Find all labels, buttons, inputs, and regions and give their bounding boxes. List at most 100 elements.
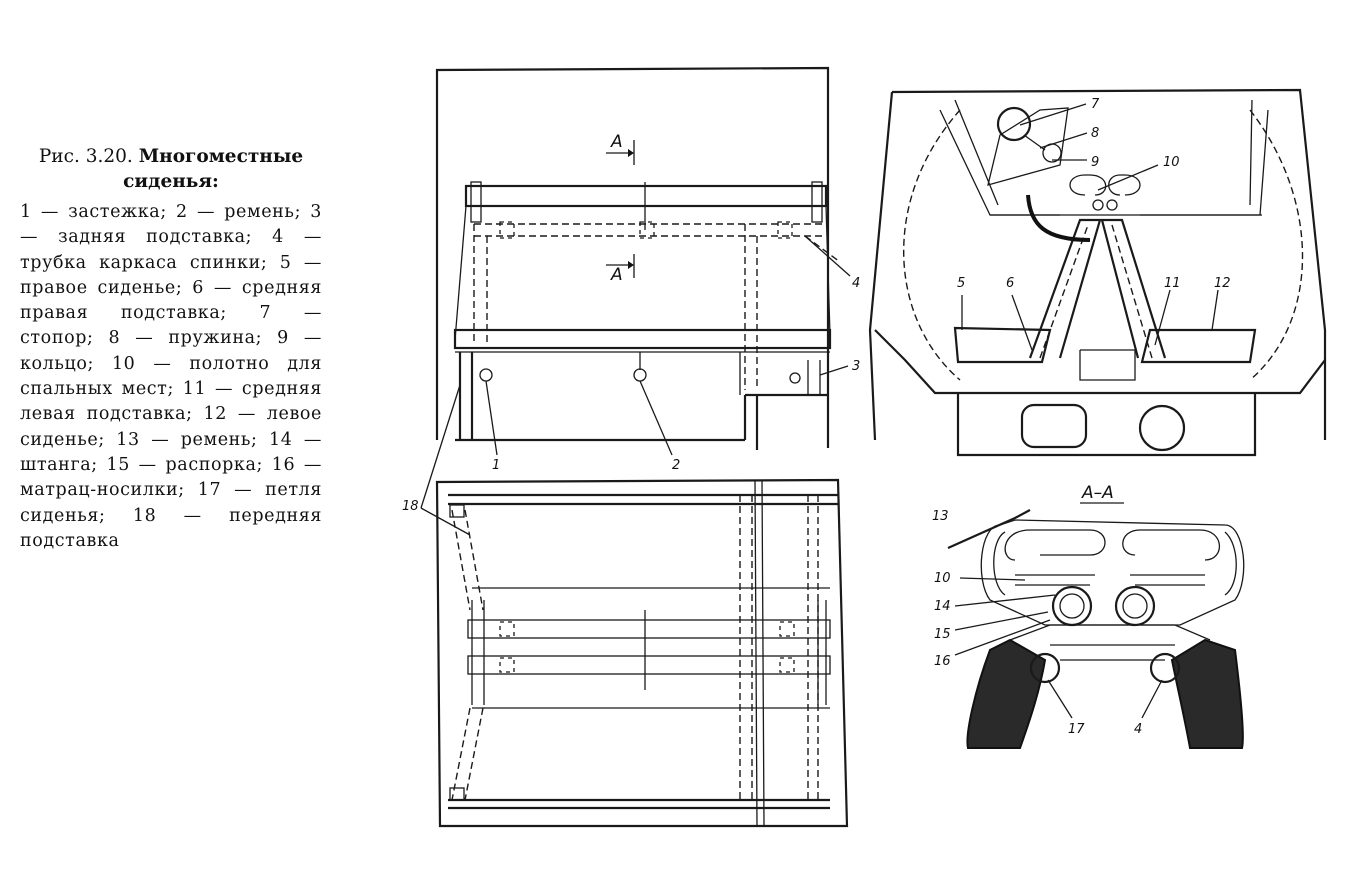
label-18: 18 <box>402 499 419 514</box>
side-view-frame <box>435 66 830 448</box>
backrest-end-right <box>811 181 823 223</box>
figure-title-line2: сиденья: <box>123 171 219 192</box>
section-mark-top: A <box>610 132 623 152</box>
figure-title-line1: Многоместные <box>138 146 304 167</box>
label-12: 12 <box>1214 276 1231 291</box>
section-arrowhead-bottom <box>628 261 634 269</box>
rod-tube-right-inner <box>1122 593 1148 619</box>
canvas-roll-tube-1 <box>1092 199 1104 211</box>
label-4-section: 4 <box>1134 722 1142 737</box>
plan-back-tube-1 <box>467 619 831 639</box>
back-frame-sides <box>454 205 831 341</box>
caption-title: Рис. 3.20. Многоместные сиденья: <box>20 144 322 194</box>
leader-4 <box>804 235 851 277</box>
rod-tube-right <box>1114 585 1156 627</box>
plan-front-stand <box>451 509 484 801</box>
plan-rails <box>448 493 838 810</box>
hidden-clamp-1 <box>499 221 515 239</box>
floor-opening-1 <box>1020 403 1088 449</box>
canvas-roll <box>1069 174 1141 196</box>
plan-view-frame <box>435 478 849 828</box>
section-arrowhead-top <box>628 149 634 157</box>
rod-tube-left <box>1051 585 1093 627</box>
cross-leaders <box>961 103 1219 351</box>
plan-clamp-4 <box>779 657 795 673</box>
label-1: 1 <box>492 458 500 473</box>
cabin-floor-contour <box>874 329 1326 395</box>
floor-opening-2 <box>1138 404 1186 452</box>
rod-tube-left-inner <box>1059 593 1085 619</box>
mattress-outline <box>980 519 1245 626</box>
seat-loop-tube <box>1029 652 1061 684</box>
detail-inset <box>987 107 1069 186</box>
leader-3 <box>819 365 849 376</box>
plan-hidden-stands <box>739 495 819 800</box>
backrest-end-left <box>470 181 482 223</box>
rear-support-legs <box>739 352 821 395</box>
label-5: 5 <box>957 276 965 291</box>
label-14: 14 <box>934 599 951 614</box>
label-9: 9 <box>1091 155 1099 170</box>
label-4: 4 <box>852 276 860 291</box>
center-stand-hidden <box>1039 224 1153 359</box>
leader-1 <box>485 380 498 456</box>
strap-ring <box>633 368 647 382</box>
backrest-bar <box>464 184 828 208</box>
label-16: 16 <box>934 654 951 669</box>
swing-arc <box>903 109 1304 381</box>
plan-clamp-1 <box>499 621 515 637</box>
canvas-roll-tube-2 <box>1106 199 1118 211</box>
figure-number: Рис. 3.20. <box>38 146 133 167</box>
strap-13 <box>947 509 1031 550</box>
cabin-left-wall <box>868 91 894 441</box>
seat-cushion <box>453 328 832 350</box>
buckle <box>479 368 493 382</box>
canvas-loops <box>1004 529 1221 561</box>
front-leg <box>458 352 474 440</box>
stopper <box>996 106 1032 142</box>
section-title: A–A <box>1081 483 1114 503</box>
plan-back-tube-2 <box>467 655 831 675</box>
right-seat <box>953 326 1052 364</box>
label-6: 6 <box>1006 276 1014 291</box>
plan-seat-edges <box>472 587 830 709</box>
canvas-lines <box>1015 574 1205 586</box>
hidden-clamp-3 <box>777 221 793 239</box>
section-view: A–A 13 10 14 15 16 17 4 <box>932 483 1245 749</box>
label-7: 7 <box>1091 97 1100 112</box>
section-leaders <box>954 577 1163 719</box>
rear-clip <box>789 372 801 384</box>
label-13: 13 <box>932 509 949 524</box>
seat-cushion-left <box>966 638 1047 749</box>
back-frame-hidden <box>473 223 841 390</box>
plan-foot-1 <box>449 504 465 518</box>
mattress-inner <box>993 531 1237 596</box>
leader-18 <box>420 384 471 536</box>
label-11: 11 <box>1164 276 1181 291</box>
section-mark-bottom: A <box>610 265 623 285</box>
plan-step-edge <box>754 479 765 827</box>
center-stand <box>1028 218 1167 359</box>
plan-clamp-3 <box>779 621 795 637</box>
hidden-clamp-2 <box>639 221 655 239</box>
leader-2 <box>639 380 673 456</box>
section-top-rail <box>1009 624 1211 641</box>
plan-frame-uprights <box>471 600 827 705</box>
plan-clamp-2 <box>499 657 515 673</box>
frame-tube <box>1149 652 1181 684</box>
figure-caption: Рис. 3.20. Многоместные сиденья: 1 — зас… <box>20 144 322 554</box>
caption-legend: 1 — застежка; 2 — ремень; 3 — задняя под… <box>20 202 322 551</box>
floor-step <box>455 393 828 450</box>
cross-view: 7 8 9 10 5 6 11 12 <box>868 88 1327 457</box>
cabin-floor-box <box>956 393 1257 457</box>
plan-foot-2 <box>449 787 465 801</box>
left-seat <box>1140 328 1257 364</box>
section-middle-bars <box>1050 644 1175 661</box>
plan-view: 18 <box>402 384 849 828</box>
label-17: 17 <box>1068 722 1085 737</box>
label-10-cross: 10 <box>1163 155 1180 170</box>
center-step <box>1079 349 1136 381</box>
motion-arrow <box>1026 194 1091 242</box>
label-10-section: 10 <box>934 571 951 586</box>
